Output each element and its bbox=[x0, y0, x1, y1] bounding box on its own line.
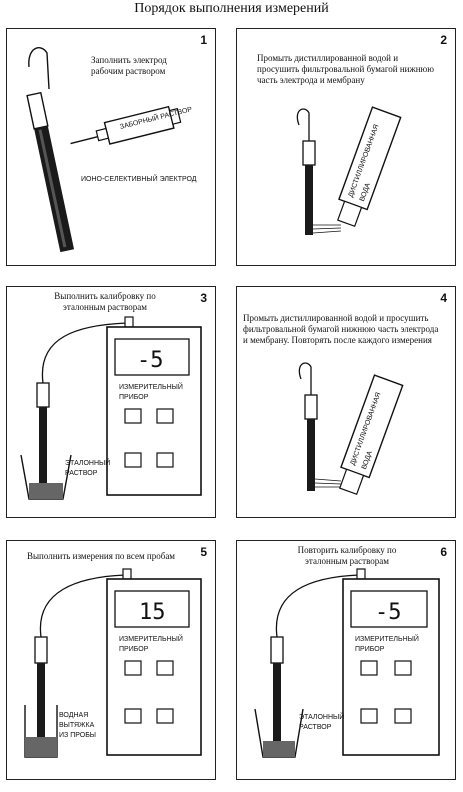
step-number: 1 bbox=[200, 33, 207, 47]
step-number: 4 bbox=[440, 291, 447, 305]
calibration-illustration: -5 ИЗМЕРИТЕЛЬНЫЙ ПРИБОР ЭТАЛОННЫЙ РАСТВО… bbox=[20, 316, 202, 500]
recalibration-illustration: -5 ИЗМЕРИТЕЛЬНЫЙ ПРИБОР ЭТАЛОННЫЙ РАСТВО… bbox=[254, 568, 440, 758]
device-label-1: ИЗМЕРИТЕЛЬНЫЙ bbox=[119, 634, 183, 643]
step-panel-3: 3 Выполнить калибровку по эталонным раст… bbox=[6, 286, 216, 518]
step-panel-4: 4 Промыть дистиллированной водой и просу… bbox=[236, 286, 456, 518]
step-caption: Промыть дистиллированной водой и просуши… bbox=[243, 313, 439, 345]
rinse-illustration: ДИСТИЛЛИРОВАННАЯ ВОДА bbox=[296, 106, 402, 235]
step-caption: Промыть дистиллированной водой и просуши… bbox=[257, 53, 434, 85]
step-panel-5: 5 Выполнить измерения по всем пробам 15 … bbox=[6, 540, 216, 780]
step-caption: Выполнить калибровку по эталонным раство… bbox=[54, 291, 156, 312]
beaker-label-1: ЭТАЛОННЫЙ bbox=[65, 458, 110, 467]
rinse-repeat-illustration: ДИСТИЛЛИРОВАННАЯ ВОДА bbox=[298, 362, 404, 496]
step-caption: Заполнить электрод рабочим раствором bbox=[91, 55, 167, 76]
step-panel-2: 2 Промыть дистиллированной водой и просу… bbox=[236, 28, 456, 266]
device-label-2: ПРИБОР bbox=[355, 646, 385, 653]
device-label-1: ИЗМЕРИТЕЛЬНЫЙ bbox=[355, 634, 419, 643]
step-panel-6: 6 Повторить калибровку по эталонным раст… bbox=[236, 540, 456, 780]
meter-display: -5 bbox=[137, 348, 164, 373]
beaker-label-1: ЭТАЛОННЫЙ bbox=[299, 712, 344, 721]
beaker-label-2: РАСТВОР bbox=[299, 724, 332, 731]
step-number: 5 bbox=[200, 545, 207, 559]
device-label-2: ПРИБОР bbox=[119, 394, 149, 401]
beaker-label-2: ВЫТЯЖКА bbox=[59, 722, 95, 729]
step-number: 2 bbox=[440, 33, 447, 47]
device-label-1: ИЗМЕРИТЕЛЬНЫЙ bbox=[119, 382, 183, 391]
step-number: 3 bbox=[200, 291, 207, 305]
beaker-label-3: ИЗ ПРОБЫ bbox=[59, 732, 96, 739]
electrode-label: ИОНО-СЕЛЕКТИВНЫЙ ЭЛЕКТРОД bbox=[81, 174, 197, 183]
step-panel-1: 1 Заполнить электрод рабочим раствором З… bbox=[6, 28, 216, 266]
device-label-2: ПРИБОР bbox=[119, 646, 149, 653]
page-title: Порядок выполнения измерений bbox=[134, 1, 329, 16]
beaker-label-1: ВОДНАЯ bbox=[59, 712, 88, 719]
step-number: 6 bbox=[440, 545, 447, 559]
electrode-filling-illustration: ЗАБОРНЫЙ РАСТВОР ИОНО-СЕЛЕКТИВНЫЙ ЭЛЕКТР… bbox=[26, 47, 197, 253]
meter-display: -5 bbox=[375, 600, 402, 625]
beaker-label-2: РАСТВОР bbox=[65, 470, 98, 477]
step-caption: Выполнить измерения по всем пробам bbox=[27, 551, 176, 561]
measurement-illustration: 15 ИЗМЕРИТЕЛЬНЫЙ ПРИБОР ВОДНАЯ ВЫТЯЖКА И… bbox=[24, 568, 202, 758]
meter-display: 15 bbox=[139, 600, 166, 625]
step-caption: Повторить калибровку по эталонным раство… bbox=[297, 545, 397, 566]
